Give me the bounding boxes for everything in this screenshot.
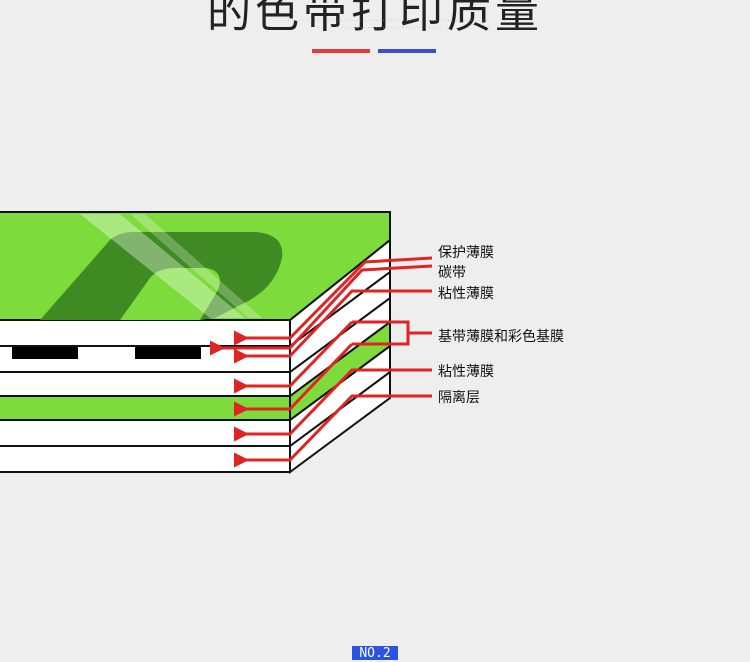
page-title: 的色带打印质量: [207, 0, 543, 38]
blue-accent-bar: [378, 49, 436, 53]
top-green-surface: [0, 211, 391, 321]
label-adhesive-film-2: 粘性薄膜: [438, 364, 494, 380]
subtitle-line: · · · · · · · · · · · · · · · · · · · · …: [272, 18, 488, 25]
red-accent-bar: [312, 49, 370, 53]
label-base-color-film: 基带薄膜和彩色基膜: [438, 329, 564, 345]
label-release-layer: 隔离层: [438, 390, 480, 406]
label-adhesive-film-1: 粘性薄膜: [438, 286, 494, 302]
label-carbon-ribbon: 碳带: [438, 265, 466, 281]
label-protective-film: 保护薄膜: [438, 245, 494, 261]
callout-arrows: [210, 256, 433, 468]
section-number-badge: NO.2: [352, 646, 398, 661]
subtitle-line-secondary: · · · · · · · · · · · · · · · · · · · · …: [318, 25, 442, 32]
